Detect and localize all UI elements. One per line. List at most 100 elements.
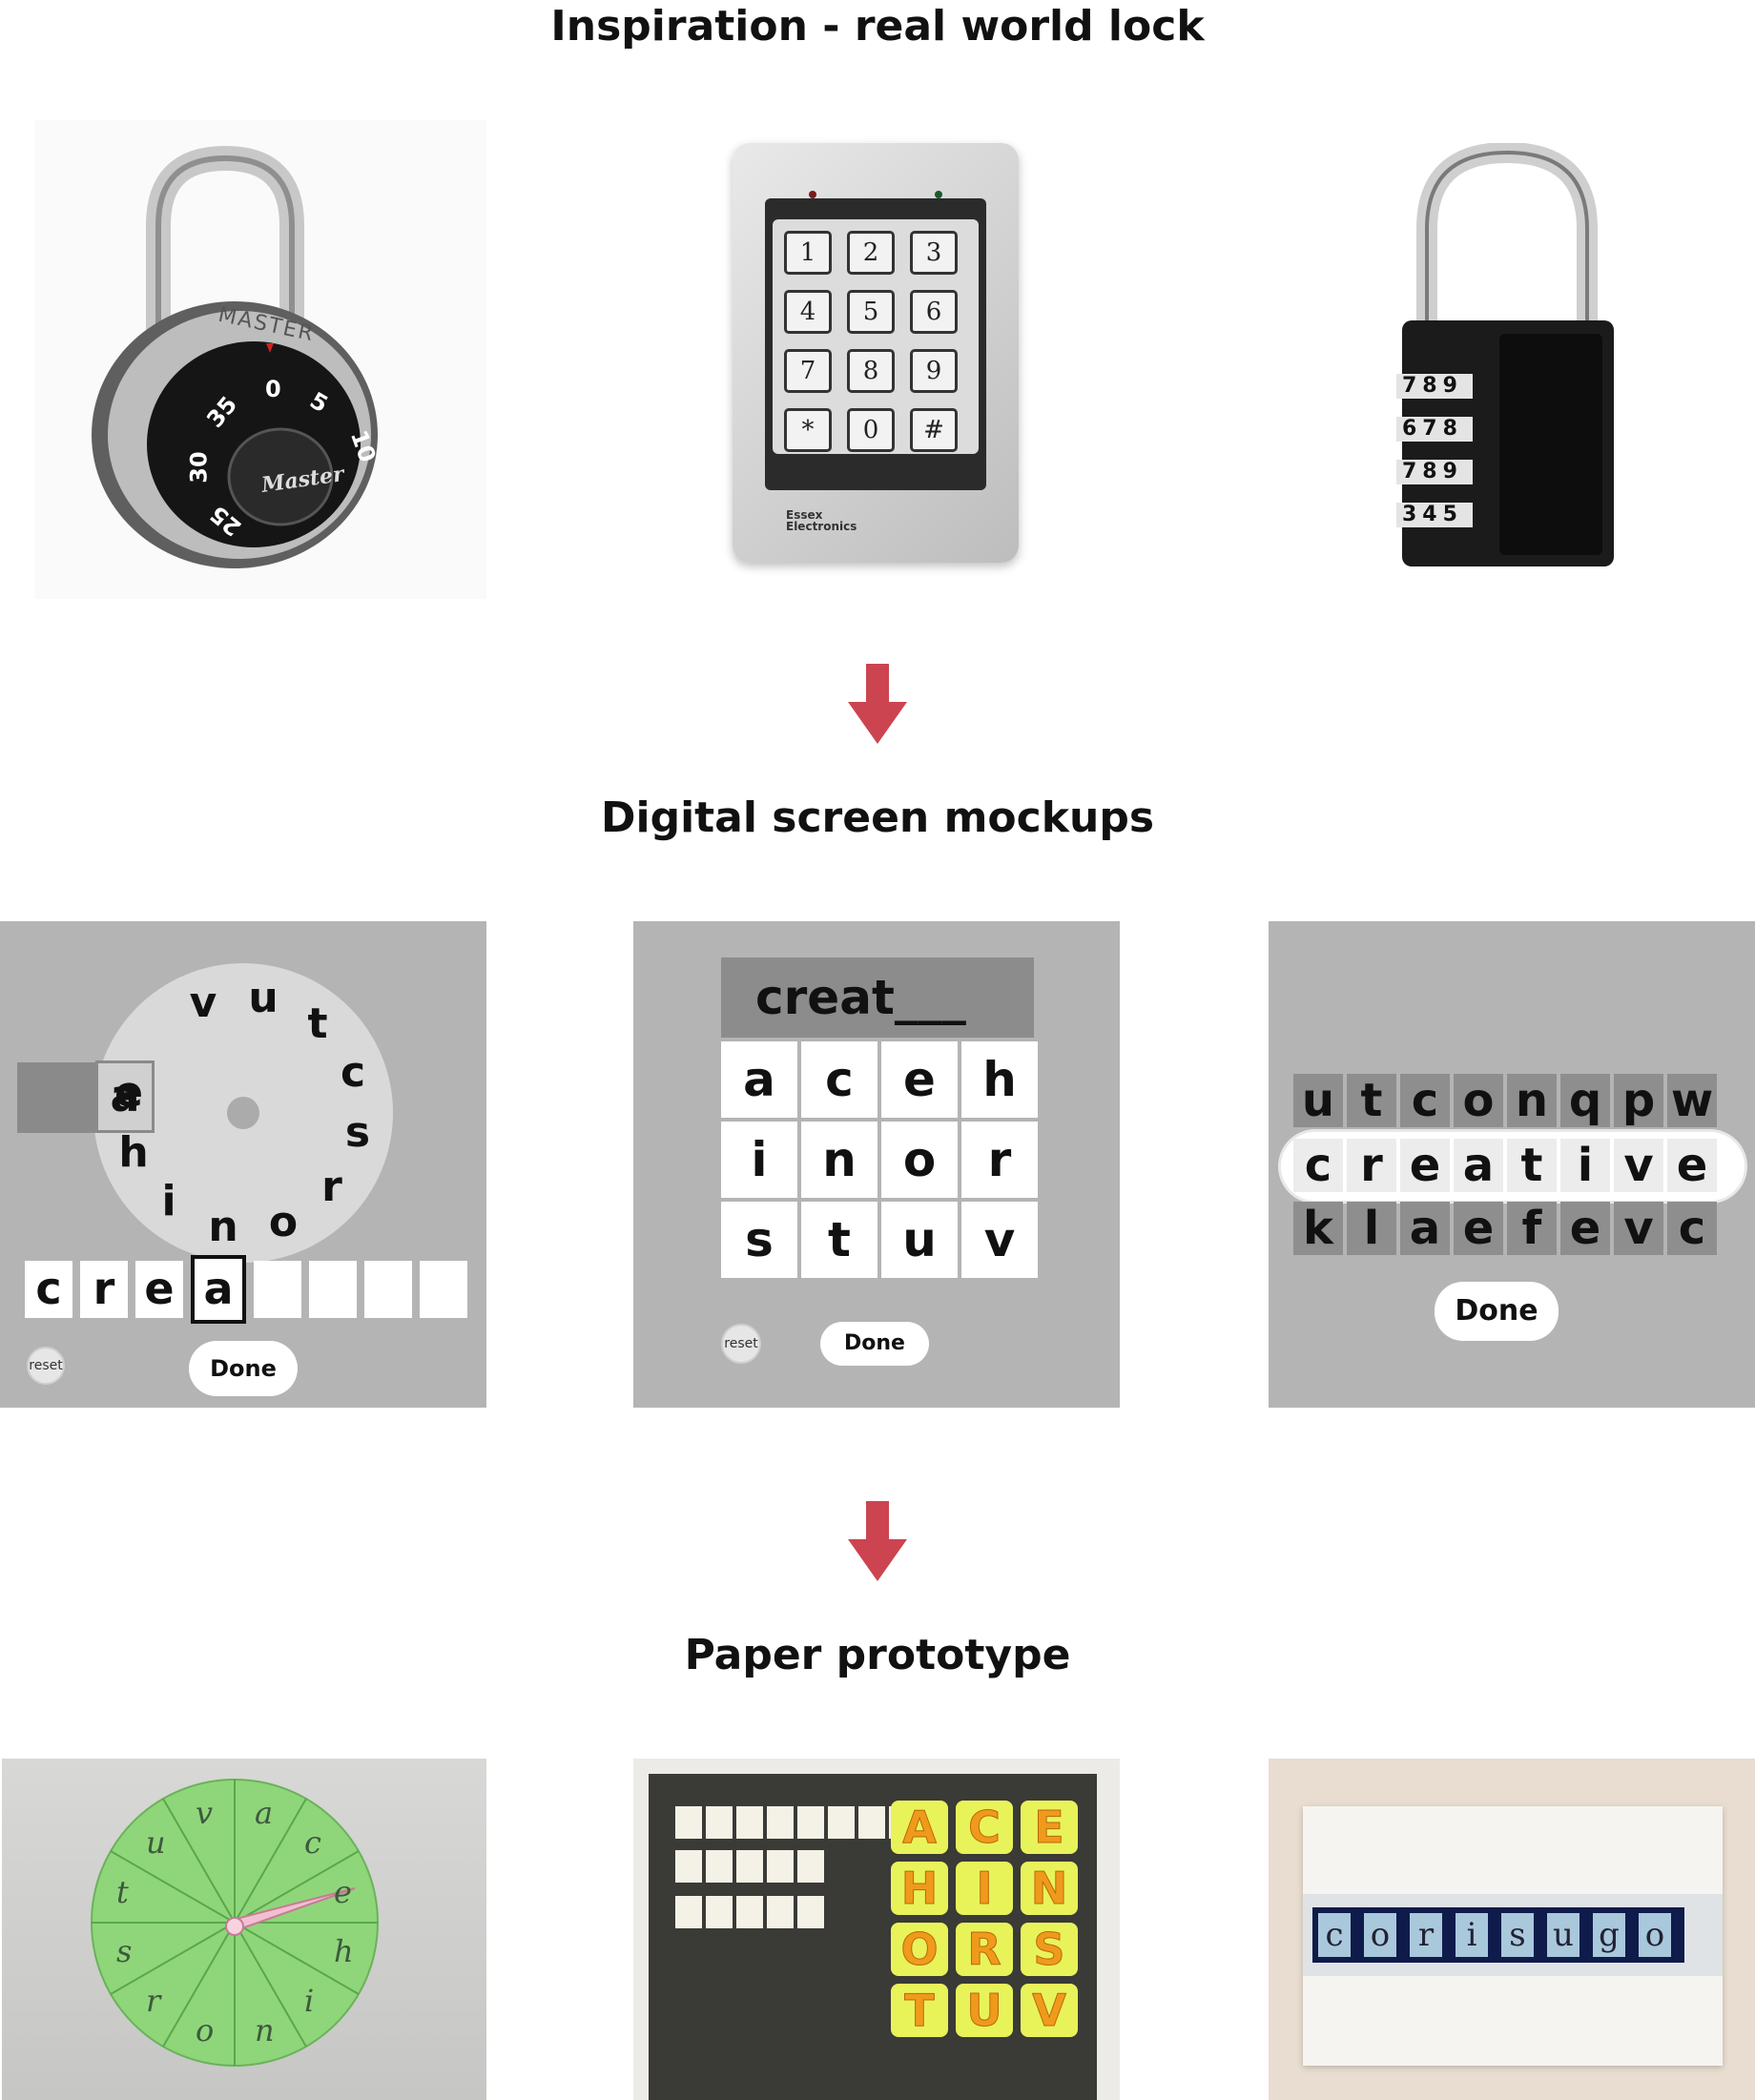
letter-key[interactable]: a xyxy=(721,1041,797,1118)
rotor-letter[interactable]: t xyxy=(1347,1074,1396,1127)
paper-rotor-letter: g xyxy=(1593,1913,1625,1957)
wheel-letter: u xyxy=(146,1824,166,1861)
rotor-letter[interactable]: p xyxy=(1614,1074,1663,1127)
letter-tile: R xyxy=(956,1923,1013,1976)
dial-letter[interactable]: s xyxy=(344,1108,371,1157)
letter-key[interactable]: e xyxy=(881,1041,958,1118)
rotor-letter[interactable]: v xyxy=(1614,1202,1663,1255)
letter-key[interactable]: o xyxy=(881,1122,958,1198)
selected-letter: a xyxy=(95,1060,155,1133)
rotor-letter[interactable]: e xyxy=(1667,1139,1717,1192)
letter-key[interactable]: c xyxy=(801,1041,878,1118)
letter-key[interactable]: s xyxy=(721,1202,797,1278)
dial-number: 30 xyxy=(185,451,213,484)
combo-wheel-row: 678 xyxy=(1396,417,1473,442)
rotor-letter[interactable]: t xyxy=(1507,1139,1557,1192)
keypad-key: 3 xyxy=(910,231,958,275)
rotor-letter[interactable]: w xyxy=(1667,1074,1717,1127)
rotor-letter[interactable]: o xyxy=(1454,1074,1503,1127)
reset-button[interactable]: reset xyxy=(721,1324,761,1364)
answer-slot xyxy=(420,1261,467,1318)
dial-letter[interactable]: n xyxy=(208,1203,238,1251)
dial-letter[interactable]: r xyxy=(321,1163,342,1211)
dial-mockup: a crea reset Done vutcsronihea xyxy=(0,921,486,1408)
paper-blank-slot xyxy=(706,1806,733,1839)
keypad-key: 7 xyxy=(784,349,832,393)
rotor-letter[interactable]: f xyxy=(1507,1202,1557,1255)
combo-lock-photo: 789 678 789 345 xyxy=(1389,143,1629,572)
paper-blank-slot xyxy=(736,1850,763,1883)
combo-wheel-row: 789 xyxy=(1396,460,1473,484)
keypad-key: 0 xyxy=(847,408,895,452)
dial-letter[interactable]: t xyxy=(307,999,328,1048)
dial-lock-photo: MASTER Master 0 5 35 30 25 10 xyxy=(34,120,486,599)
rotor-letter[interactable]: v xyxy=(1614,1139,1663,1192)
keypad-key: 4 xyxy=(784,290,832,334)
rotor-letter[interactable]: l xyxy=(1347,1202,1396,1255)
dial-letter[interactable]: i xyxy=(161,1177,176,1225)
keypad-brand: Essex Electronics xyxy=(786,508,857,533)
word-display: creat___ xyxy=(721,957,1034,1038)
paper-blank-slot xyxy=(797,1850,824,1883)
rotor-letter[interactable]: i xyxy=(1560,1139,1610,1192)
dial-letter[interactable]: u xyxy=(248,974,279,1022)
rotor-letter[interactable]: q xyxy=(1560,1074,1610,1127)
letter-key[interactable]: t xyxy=(801,1202,878,1278)
down-arrow-icon xyxy=(848,664,907,744)
letter-key[interactable]: r xyxy=(961,1122,1038,1198)
rotor-letter[interactable]: e xyxy=(1560,1202,1610,1255)
paper-blank-slot xyxy=(858,1806,885,1839)
rotor-letter[interactable]: n xyxy=(1507,1074,1557,1127)
paper-blank-slot xyxy=(767,1806,794,1839)
paper-rotor-letter: s xyxy=(1501,1913,1534,1957)
rotor-letter[interactable]: r xyxy=(1347,1139,1396,1192)
combo-wheel-row: 345 xyxy=(1396,503,1473,527)
letter-key[interactable]: n xyxy=(801,1122,878,1198)
letter-tile: H xyxy=(891,1862,948,1915)
letter-key[interactable]: i xyxy=(721,1122,797,1198)
dial-letter[interactable]: v xyxy=(189,978,217,1027)
done-button[interactable]: Done xyxy=(820,1322,929,1366)
rotor-letter[interactable]: e xyxy=(1400,1139,1450,1192)
rotor-letter[interactable]: a xyxy=(1454,1139,1503,1192)
paper-blank-slot xyxy=(767,1850,794,1883)
rotor-letter[interactable]: c xyxy=(1667,1202,1717,1255)
rotor-letter[interactable]: u xyxy=(1293,1074,1343,1127)
done-button[interactable]: Done xyxy=(189,1341,298,1396)
dial-letter[interactable]: o xyxy=(268,1198,299,1246)
paper-title: Paper prototype xyxy=(684,1631,1071,1679)
rotor-letter[interactable]: c xyxy=(1293,1139,1343,1192)
done-button[interactable]: Done xyxy=(1435,1282,1559,1341)
letter-key[interactable]: v xyxy=(961,1202,1038,1278)
paper-blank-slot xyxy=(706,1850,733,1883)
answer-slot xyxy=(364,1261,412,1318)
letter-tile: A xyxy=(891,1801,948,1854)
selection-indicator xyxy=(17,1062,97,1133)
rotor-letter[interactable]: e xyxy=(1454,1202,1503,1255)
letter-key[interactable]: h xyxy=(961,1041,1038,1118)
down-arrow-icon xyxy=(848,1501,907,1581)
dial-letter[interactable]: c xyxy=(340,1048,366,1097)
paper-rotor-letter: c xyxy=(1318,1913,1351,1957)
answer-slot: c xyxy=(25,1261,72,1318)
paper-blank-slot xyxy=(706,1896,733,1928)
combo-wheel-row: 789 xyxy=(1396,374,1473,399)
keypad-key: 6 xyxy=(910,290,958,334)
answer-slot: r xyxy=(80,1261,128,1318)
rotor-letter[interactable]: a xyxy=(1400,1202,1450,1255)
reset-button[interactable]: reset xyxy=(27,1347,65,1385)
rotor-letter[interactable]: k xyxy=(1293,1202,1343,1255)
paper-rotor-letter: o xyxy=(1639,1913,1671,1957)
rotor-letter[interactable]: c xyxy=(1400,1074,1450,1127)
letter-key[interactable]: u xyxy=(881,1202,958,1278)
keypad-key: # xyxy=(910,408,958,452)
dial-letter[interactable]: h xyxy=(118,1128,149,1177)
letter-tile: U xyxy=(956,1984,1013,2037)
dial-letter[interactable]: e xyxy=(114,1068,143,1117)
answer-slot xyxy=(309,1261,357,1318)
